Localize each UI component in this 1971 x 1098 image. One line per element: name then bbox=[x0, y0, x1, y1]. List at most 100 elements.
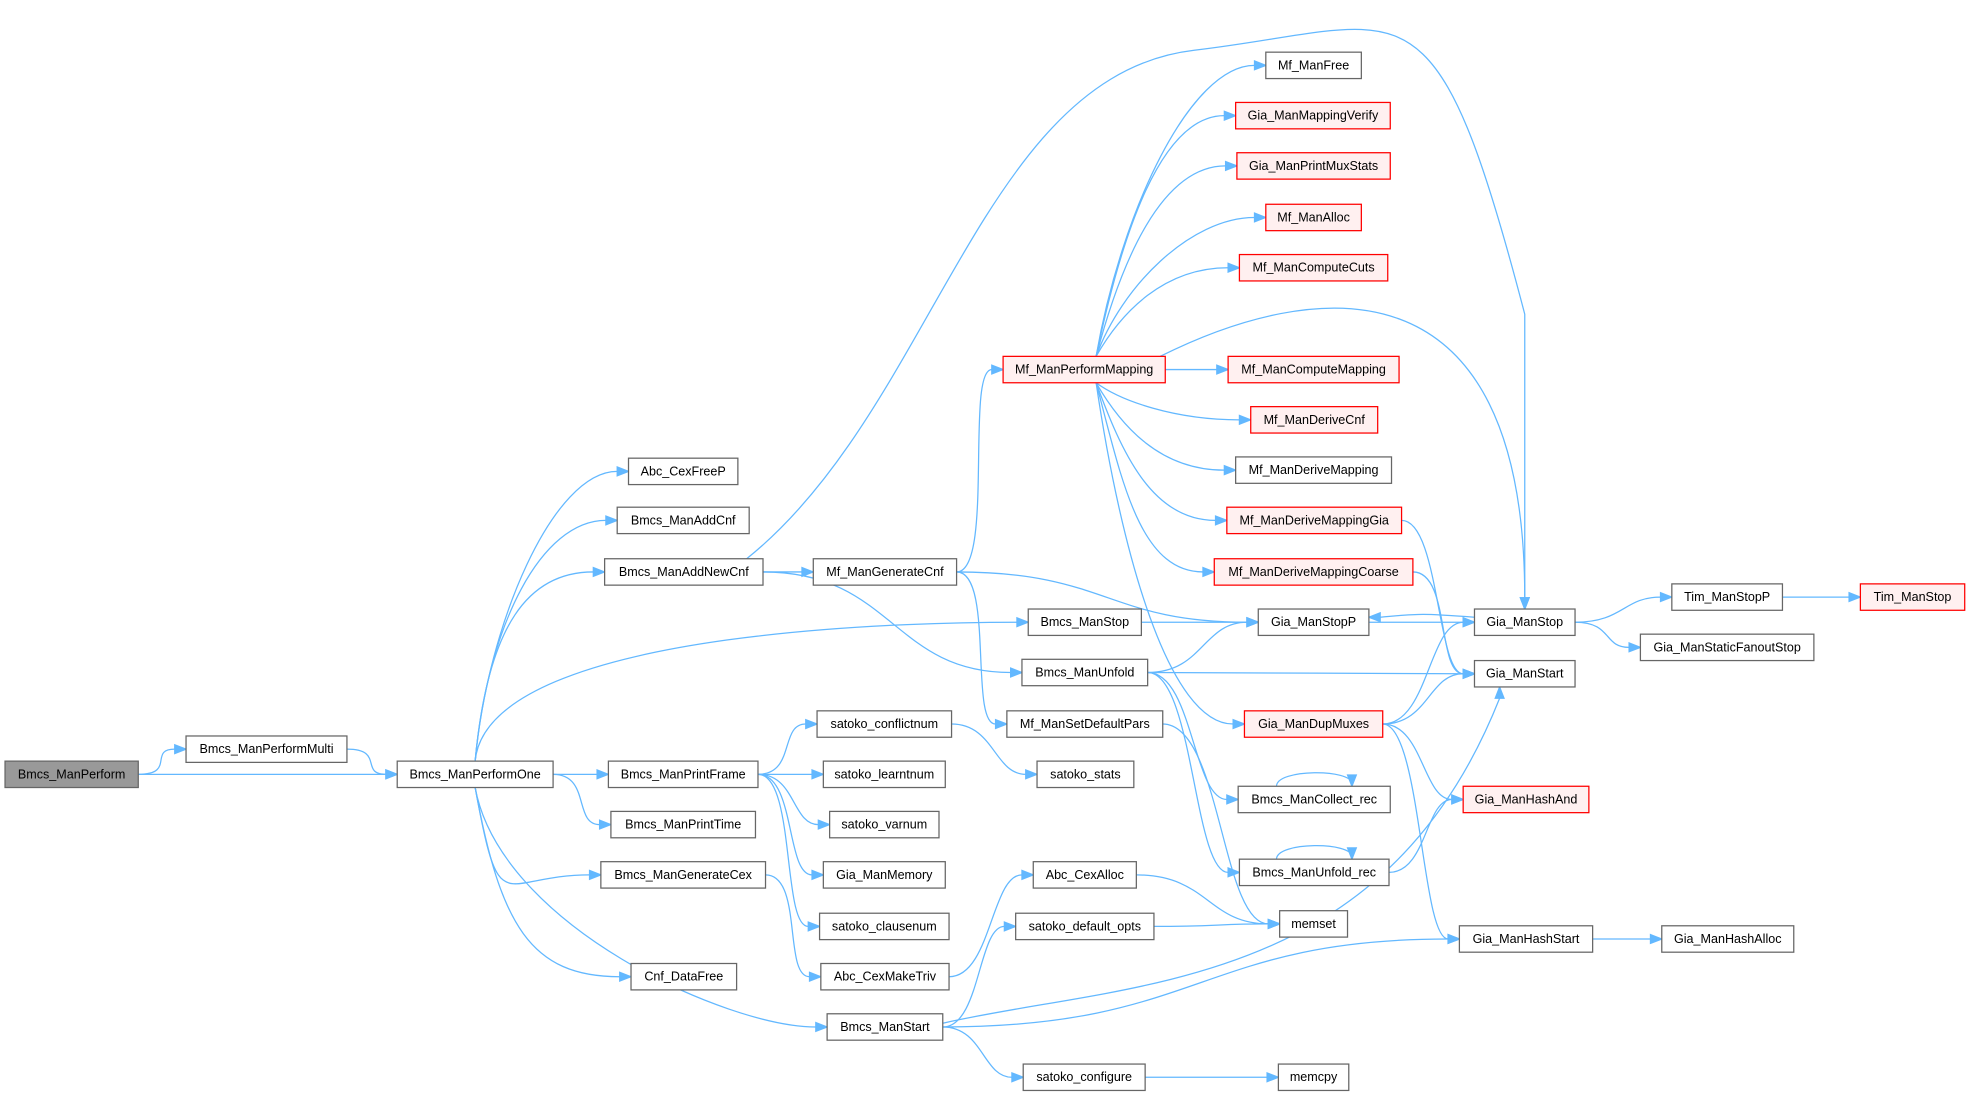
edge-mf-mangeneratecnf-to-mf-mansetdefaultpars-arrowhead bbox=[994, 718, 1009, 730]
edge-bmcs-manperformone-to-bmcs-manstop bbox=[474, 621, 1017, 762]
node-bmcs-manprintframe[interactable]: Bmcs_ManPrintFrame bbox=[607, 760, 759, 789]
node-label: satoko_clausenum bbox=[832, 919, 937, 933]
node-box bbox=[185, 735, 348, 764]
node-bmcs-manaddcnf[interactable]: Bmcs_ManAddCnf bbox=[616, 506, 750, 535]
node-label: Gia_ManStop bbox=[1486, 615, 1563, 629]
node-mf-mancomputecuts[interactable]: Mf_ManComputeCuts bbox=[1238, 253, 1389, 282]
node-bmcs-manaddnewcnf[interactable]: Bmcs_ManAddNewCnf bbox=[603, 558, 764, 586]
edge-gia-mandupmuxes-to-gia-manstart-arrowhead bbox=[1462, 668, 1477, 680]
node-bmcs-mancollect-rec[interactable]: Bmcs_ManCollect_rec bbox=[1237, 785, 1391, 814]
node-memcpy[interactable]: memcpy bbox=[1277, 1063, 1350, 1092]
node-abc-cexalloc[interactable]: Abc_CexAlloc bbox=[1032, 861, 1137, 889]
node-bmcs-manperformmulti[interactable]: Bmcs_ManPerformMulti bbox=[185, 735, 348, 764]
node-label: Bmcs_ManUnfold_rec bbox=[1252, 865, 1376, 879]
node-abc-cexmaketriv[interactable]: Abc_CexMakeTriv bbox=[820, 962, 950, 991]
node-bmcs-mangeneratecex[interactable]: Bmcs_ManGenerateCex bbox=[600, 861, 767, 889]
edge-gia-manstop-to-gia-manstopp bbox=[1380, 613, 1475, 618]
edge-mf-manperformmapping-to-mf-mancomputemapping-arrowhead bbox=[1216, 364, 1230, 375]
node-satoko-learntnum[interactable]: satoko_learntnum bbox=[822, 760, 946, 789]
node-bmcs-manstop[interactable]: Bmcs_ManStop bbox=[1027, 608, 1142, 637]
node-gia-manmappingverify[interactable]: Gia_ManMappingVerify bbox=[1235, 101, 1391, 130]
edge-bmcs-manstart-to-satoko-configure-arrowhead bbox=[1011, 1071, 1025, 1083]
edge-bmcs-manaddnewcnf-to-bmcs-manunfold bbox=[763, 571, 1011, 674]
edge-bmcs-manperformone-to-bmcs-mangeneratecex-arrowhead bbox=[588, 869, 603, 881]
node-label: satoko_learntnum bbox=[834, 767, 934, 781]
node-satoko-varnum[interactable]: satoko_varnum bbox=[829, 810, 940, 839]
node-bmcs-manunfold-rec[interactable]: Bmcs_ManUnfold_rec bbox=[1238, 858, 1390, 887]
edge-bmcs-manperformone-to-bmcs-manstop-arrowhead bbox=[1016, 616, 1030, 628]
node-mf-mancomputemapping[interactable]: Mf_ManComputeMapping bbox=[1227, 355, 1400, 384]
node-label: Bmcs_ManCollect_rec bbox=[1251, 792, 1377, 806]
edge-bmcs-manaddnewcnf-to-gia-manstop bbox=[746, 28, 1526, 598]
node-gia-mandupmuxes[interactable]: Gia_ManDupMuxes bbox=[1243, 710, 1384, 738]
edge-gia-mandupmuxes-to-gia-manstop-arrowhead bbox=[1462, 616, 1477, 628]
node-mf-manderivemappinggia[interactable]: Mf_ManDeriveMappingGia bbox=[1226, 506, 1403, 535]
node-cnf-datafree[interactable]: Cnf_DataFree bbox=[630, 962, 738, 991]
edge-bmcs-manperformone-to-cnf-datafree-arrowhead bbox=[619, 971, 633, 983]
edge-gia-manstop-to-gia-manstopp-arrowhead bbox=[1367, 611, 1381, 623]
node-satoko-clausenum[interactable]: satoko_clausenum bbox=[818, 912, 950, 941]
node-label: Gia_ManStopP bbox=[1271, 615, 1356, 629]
node-bmcs-manperform[interactable]: Bmcs_ManPerform bbox=[4, 760, 139, 789]
edge-mf-manperformmapping-to-mf-manderivemappingcoarse-arrowhead bbox=[1202, 566, 1217, 578]
node-box bbox=[630, 962, 738, 991]
node-gia-manstopp[interactable]: Gia_ManStopP bbox=[1257, 608, 1370, 637]
node-mf-manderivemapping[interactable]: Mf_ManDeriveMapping bbox=[1235, 456, 1393, 484]
node-tim-manstop[interactable]: Tim_ManStop bbox=[1859, 583, 1966, 611]
edge-satoko-default-opts-to-memset bbox=[1153, 923, 1269, 928]
edge-gia-mandupmuxes-to-gia-manhashstart bbox=[1382, 723, 1449, 940]
node-label: Tim_ManStopP bbox=[1684, 590, 1770, 604]
node-tim-manstopp[interactable]: Tim_ManStopP bbox=[1671, 583, 1784, 611]
edges bbox=[138, 28, 1863, 1083]
node-gia-manhashalloc[interactable]: Gia_ManHashAlloc bbox=[1661, 925, 1795, 953]
edge-bmcs-manstart-to-satoko-configure bbox=[942, 1026, 1012, 1078]
node-gia-manhashstart[interactable]: Gia_ManHashStart bbox=[1458, 925, 1594, 953]
node-mf-manfree[interactable]: Mf_ManFree bbox=[1265, 51, 1362, 80]
node-label: Gia_ManDupMuxes bbox=[1258, 717, 1369, 731]
node-label: Mf_ManSetDefaultPars bbox=[1020, 717, 1150, 731]
node-box bbox=[822, 760, 946, 789]
node-satoko-configure[interactable]: satoko_configure bbox=[1022, 1063, 1146, 1092]
node-box bbox=[1238, 858, 1390, 887]
node-label: Abc_CexAlloc bbox=[1046, 868, 1124, 882]
node-label: Tim_ManStop bbox=[1874, 590, 1952, 604]
edge-bmcs-manperformone-to-bmcs-manprinttime-arrowhead bbox=[598, 819, 613, 830]
node-bmcs-manstart[interactable]: Bmcs_ManStart bbox=[826, 1013, 944, 1041]
node-box bbox=[1265, 51, 1362, 80]
node-gia-manprintmuxstats[interactable]: Gia_ManPrintMuxStats bbox=[1236, 152, 1391, 180]
node-abc-cexfreep[interactable]: Abc_CexFreeP bbox=[627, 457, 739, 486]
node-bmcs-manperformone[interactable]: Bmcs_ManPerformOne bbox=[396, 760, 554, 789]
edge-bmcs-manperformone-to-bmcs-manaddcnf bbox=[474, 519, 606, 762]
edge-abc-cexmaketriv-to-abc-cexalloc bbox=[949, 874, 1023, 978]
edge-mf-manperformmapping-to-mf-manfree-arrowhead bbox=[1253, 60, 1268, 71]
node-gia-manstaticfanoutstop[interactable]: Gia_ManStaticFanoutStop bbox=[1639, 633, 1815, 662]
node-gia-manstop[interactable]: Gia_ManStop bbox=[1473, 608, 1576, 637]
edge-bmcs-manunfold-to-bmcs-mancollect-rec bbox=[1147, 671, 1227, 801]
node-bmcs-manprinttime[interactable]: Bmcs_ManPrintTime bbox=[610, 810, 757, 839]
node-memset[interactable]: memset bbox=[1279, 910, 1349, 938]
node-bmcs-manunfold[interactable]: Bmcs_ManUnfold bbox=[1021, 658, 1149, 687]
node-mf-manalloc[interactable]: Mf_ManAlloc bbox=[1265, 203, 1362, 232]
node-mf-manderivemappingcoarse[interactable]: Mf_ManDeriveMappingCoarse bbox=[1213, 558, 1414, 586]
node-mf-manperformmapping[interactable]: Mf_ManPerformMapping bbox=[1002, 355, 1166, 384]
node-label: Abc_CexMakeTriv bbox=[834, 970, 937, 984]
node-box bbox=[4, 760, 139, 789]
edge-mf-mangeneratecnf-to-mf-manperformmapping bbox=[956, 368, 992, 573]
node-gia-manhashand[interactable]: Gia_ManHashAnd bbox=[1462, 785, 1590, 814]
edge-satoko-default-opts-to-memset-arrowhead bbox=[1267, 918, 1282, 930]
node-gia-manmemory[interactable]: Gia_ManMemory bbox=[822, 861, 946, 889]
node-label: satoko_varnum bbox=[841, 818, 927, 832]
node-satoko-default-opts[interactable]: satoko_default_opts bbox=[1015, 912, 1155, 941]
node-box bbox=[607, 760, 759, 789]
node-mf-manderivecnf[interactable]: Mf_ManDeriveCnf bbox=[1250, 406, 1379, 434]
node-mf-mansetdefaultpars[interactable]: Mf_ManSetDefaultPars bbox=[1006, 710, 1164, 738]
node-satoko-conflictnum[interactable]: satoko_conflictnum bbox=[816, 710, 953, 738]
edge-gia-manstop-to-tim-manstopp-arrowhead bbox=[1659, 591, 1674, 603]
edge-mf-manperformmapping-to-gia-manprintmuxstats-arrowhead bbox=[1224, 160, 1239, 172]
edge-bmcs-manperformone-to-bmcs-manaddnewcnf bbox=[474, 571, 594, 762]
node-gia-manstart[interactable]: Gia_ManStart bbox=[1473, 659, 1576, 688]
node-box bbox=[1243, 710, 1384, 738]
node-label: Gia_ManHashStart bbox=[1473, 932, 1580, 946]
node-mf-mangeneratecnf[interactable]: Mf_ManGenerateCnf bbox=[812, 558, 958, 586]
node-satoko-stats[interactable]: satoko_stats bbox=[1036, 760, 1135, 789]
